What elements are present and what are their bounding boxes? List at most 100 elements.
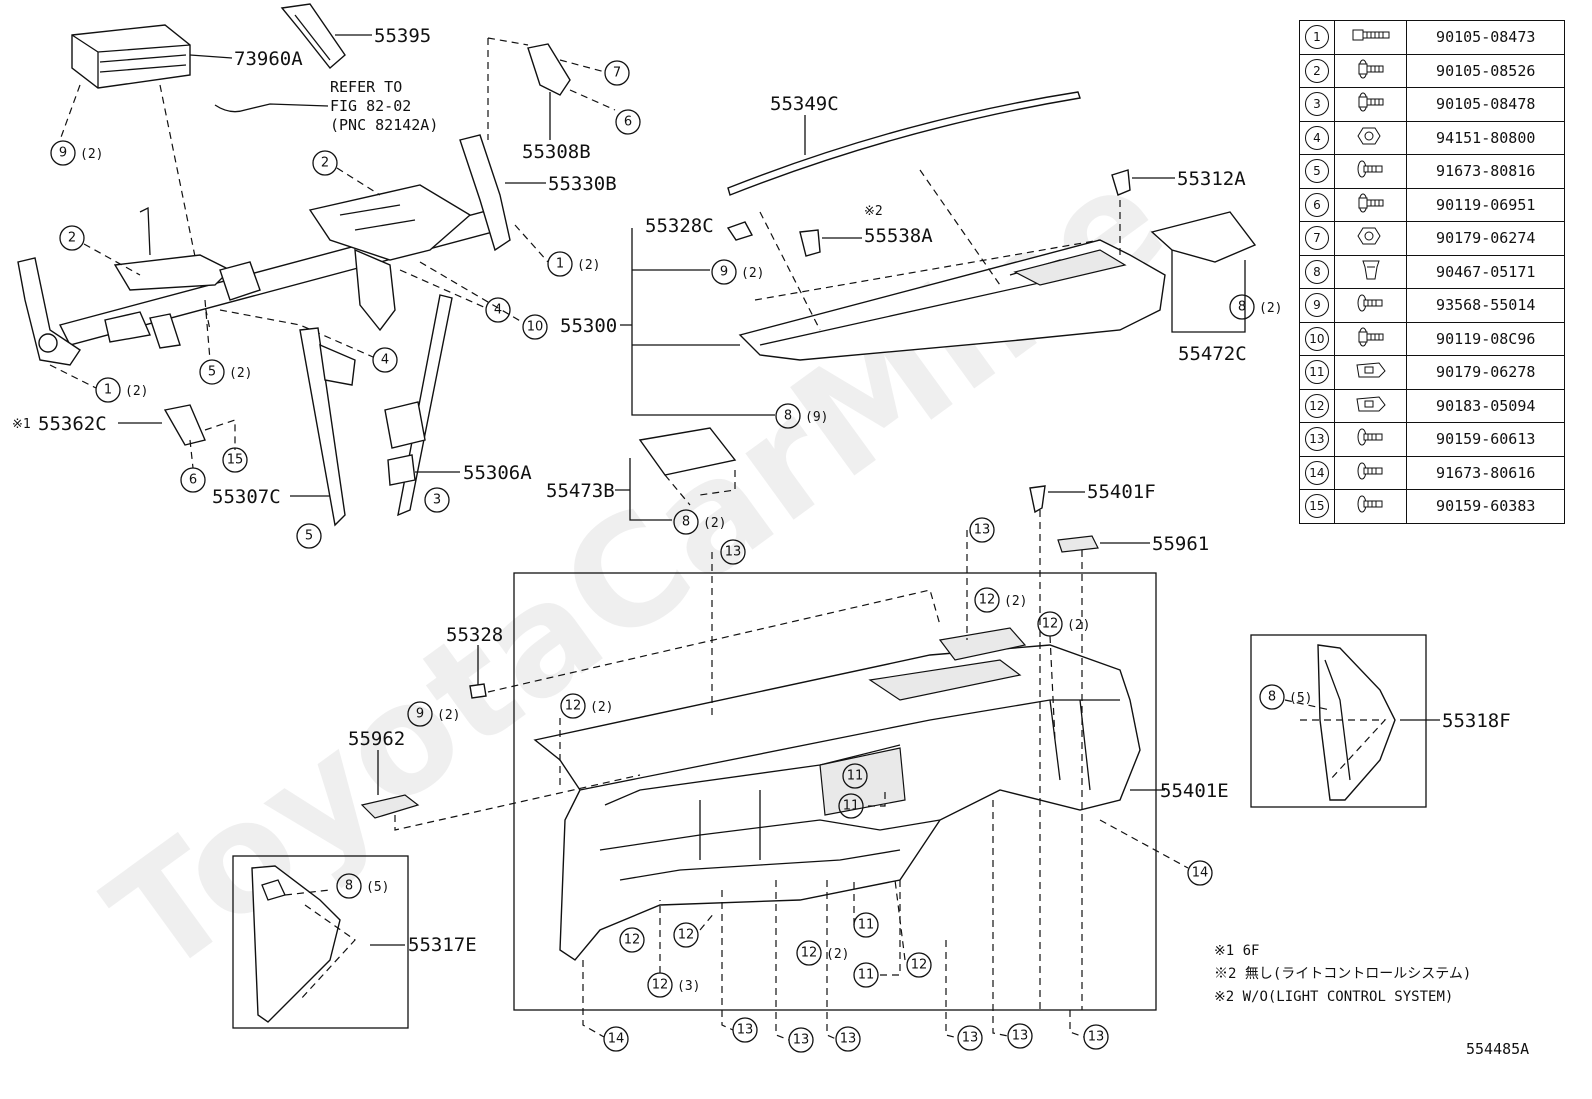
fastener-number: 8 <box>1304 259 1329 284</box>
svg-text:(2): (2) <box>577 258 600 273</box>
fastener-part-number: 90179-06278 <box>1406 355 1565 390</box>
label-55349C: 55349C <box>770 93 839 115</box>
svg-text:13: 13 <box>840 1032 857 1047</box>
label-55312A: 55312A <box>1177 168 1246 190</box>
clip-nut-icon <box>1349 393 1393 415</box>
brace-55307C-drawing <box>299 327 356 527</box>
fastener-number: 7 <box>1304 226 1329 251</box>
callout-14b: 14 <box>603 1026 629 1052</box>
svg-text:12: 12 <box>624 933 641 948</box>
fastener-part-number: 90105-08526 <box>1406 53 1565 88</box>
fastener-number: 12 <box>1304 393 1329 418</box>
svg-text:13: 13 <box>962 1031 979 1046</box>
callout-14a: 14 <box>1187 860 1213 886</box>
callout-3: 3 <box>424 487 450 513</box>
fastener-number: 15 <box>1304 494 1329 519</box>
note-1: ※1 6F <box>1214 943 1260 959</box>
svg-text:9: 9 <box>720 265 728 280</box>
strip-55349C-drawing <box>727 91 1081 196</box>
fastener-number: 9 <box>1304 293 1329 318</box>
label-55472C: 55472C <box>1178 343 1247 365</box>
label-55401F: 55401F <box>1087 481 1156 503</box>
svg-text:(2): (2) <box>703 516 726 531</box>
callout-8e: 8 <box>336 873 362 899</box>
callout-12g: 12 <box>906 952 932 978</box>
svg-text:14: 14 <box>608 1032 625 1047</box>
svg-text:12: 12 <box>1042 617 1059 632</box>
fastener-part-number: 90159-60613 <box>1406 422 1565 457</box>
fastener-part-number: 90105-08478 <box>1406 87 1565 122</box>
flange-bolt-icon <box>1349 58 1393 80</box>
callout-8a: 8 <box>1229 294 1255 320</box>
callout-12f: 12 <box>796 940 822 966</box>
svg-text:(2): (2) <box>741 266 764 281</box>
svg-text:11: 11 <box>843 799 860 814</box>
fastener-number: 10 <box>1304 326 1329 351</box>
fastener-number: 6 <box>1304 192 1329 217</box>
callout-15: 15 <box>222 447 248 473</box>
airbag-assembly-drawing <box>71 24 191 89</box>
callout-13g: 13 <box>1007 1023 1033 1049</box>
svg-text:5: 5 <box>305 529 313 544</box>
screw-icon <box>1349 460 1393 482</box>
fastener-part-number: 93568-55014 <box>1406 288 1565 323</box>
svg-text:12: 12 <box>801 946 818 961</box>
callout-12a: 12 <box>974 587 1000 613</box>
callout-8b: 8 <box>775 403 801 429</box>
svg-text:13: 13 <box>1088 1030 1105 1045</box>
cover-55472C-drawing <box>1150 211 1257 263</box>
svg-text:(2): (2) <box>1259 301 1282 316</box>
callout-4b: 4 <box>372 347 398 373</box>
detail-frame-55317E <box>232 855 409 1029</box>
fastener-part-number: 94151-80800 <box>1406 120 1565 155</box>
svg-text:(5): (5) <box>366 880 389 895</box>
clip-55401F-drawing <box>1029 485 1046 514</box>
callout-13f: 13 <box>957 1025 983 1051</box>
svg-text:8: 8 <box>682 515 690 530</box>
nut-icon <box>1349 225 1393 247</box>
svg-text:12: 12 <box>652 978 669 993</box>
svg-text:1: 1 <box>556 257 564 272</box>
label-55307C: 55307C <box>212 486 281 508</box>
callout-6a: 6 <box>615 109 641 135</box>
fastener-number: 14 <box>1304 460 1329 485</box>
svg-text:12: 12 <box>565 699 582 714</box>
svg-text:(2): (2) <box>1067 618 1090 633</box>
svg-text:5: 5 <box>208 365 216 380</box>
callout-10: 10 <box>522 314 548 340</box>
callout-4a: 4 <box>485 297 511 323</box>
callout-11b: 11 <box>838 793 864 819</box>
label-55300: 55300 <box>560 315 617 337</box>
svg-text:REFER TO: REFER TO <box>330 78 402 96</box>
callout-13b: 13 <box>969 517 995 543</box>
label-55318F: 55318F <box>1442 710 1511 732</box>
upper-panel-55300-drawing <box>738 239 1166 361</box>
svg-text:13: 13 <box>1012 1029 1029 1044</box>
svg-text:(2): (2) <box>125 384 148 399</box>
svg-text:1: 1 <box>104 383 112 398</box>
svg-text:8: 8 <box>345 879 353 894</box>
callout-9c: 9 <box>407 701 433 727</box>
label-55328C: 55328C <box>645 215 714 237</box>
svg-text:(2): (2) <box>590 700 613 715</box>
diagram-id: 554485A <box>1466 1040 1530 1058</box>
svg-text:FIG 82-02: FIG 82-02 <box>330 97 411 115</box>
screw-icon <box>1349 158 1393 180</box>
callout-8c: 8 <box>673 509 699 535</box>
callout-7: 7 <box>604 60 630 86</box>
svg-text:9: 9 <box>416 707 424 722</box>
fastener-part-number: 91673-80816 <box>1406 154 1565 189</box>
clip-nut-icon <box>1349 359 1393 381</box>
nut-icon <box>1349 125 1393 147</box>
notes: ※1 6F ※2 無し(ライトコントロールシステム) ※2 W/O(LIGHT … <box>1214 940 1471 1009</box>
side-cover-55317E-drawing <box>251 865 341 1023</box>
long-bolt-icon <box>1349 24 1393 46</box>
fastener-row: 9 93568-55014 <box>1299 288 1565 323</box>
